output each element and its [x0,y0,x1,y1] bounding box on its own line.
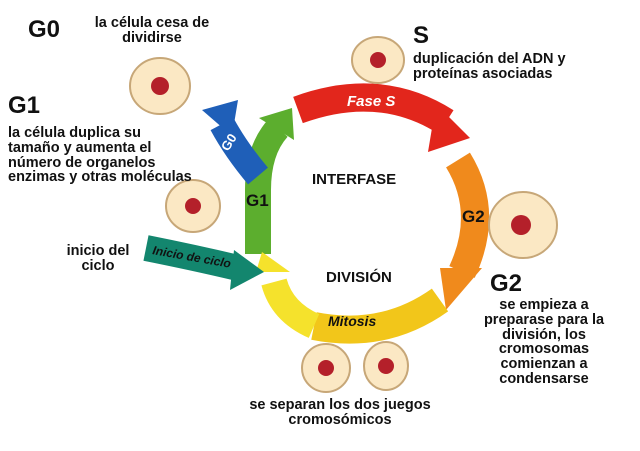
g0-heading: G0 [28,16,61,43]
mitosis-arrow-label: Mitosis [328,313,376,329]
mitosis-tail [261,278,320,338]
g2-description: se empieza a preparase para la división,… [483,297,605,387]
g1-arrowhead [259,108,294,140]
cell-g0 [129,57,191,115]
g1-heading: G1 [8,92,41,119]
inicio-segment [143,235,242,281]
s-heading: S [413,22,430,49]
g1-segment [245,119,289,254]
cell-g2 [488,191,558,259]
inicio-arrowhead [230,250,264,290]
g2-arrowhead [440,268,482,310]
s-segment [293,83,454,134]
s-arrow-label: Fase S [347,93,395,110]
mitosis-arrowhead [256,252,290,272]
g0-arrowhead [202,100,238,136]
g0-description: la célula cesa de dividirse [94,15,210,46]
s-description: duplicación del ADN y proteínas asociada… [413,51,566,82]
g1-description: la célula duplica su tamaño y aumenta el… [8,125,192,186]
inicio-description: inicio del ciclo [66,243,130,274]
g2-heading: G2 [490,270,523,297]
mitosis-segment [311,288,449,344]
g2-arrow-label: G2 [462,207,485,226]
cell-mitosis-left [301,343,351,393]
cell-mitosis-right [363,341,409,391]
interfase-label: INTERFASE [312,171,396,188]
s-arrowhead [428,104,470,152]
mitosis-description: se separan los dos juegos cromosómicos [249,397,431,428]
g1-arrow-label: G1 [246,191,269,210]
cell-s [351,36,405,84]
division-label: DIVISIÓN [326,268,392,286]
g2-segment [445,152,489,278]
cell-g1 [165,179,221,233]
